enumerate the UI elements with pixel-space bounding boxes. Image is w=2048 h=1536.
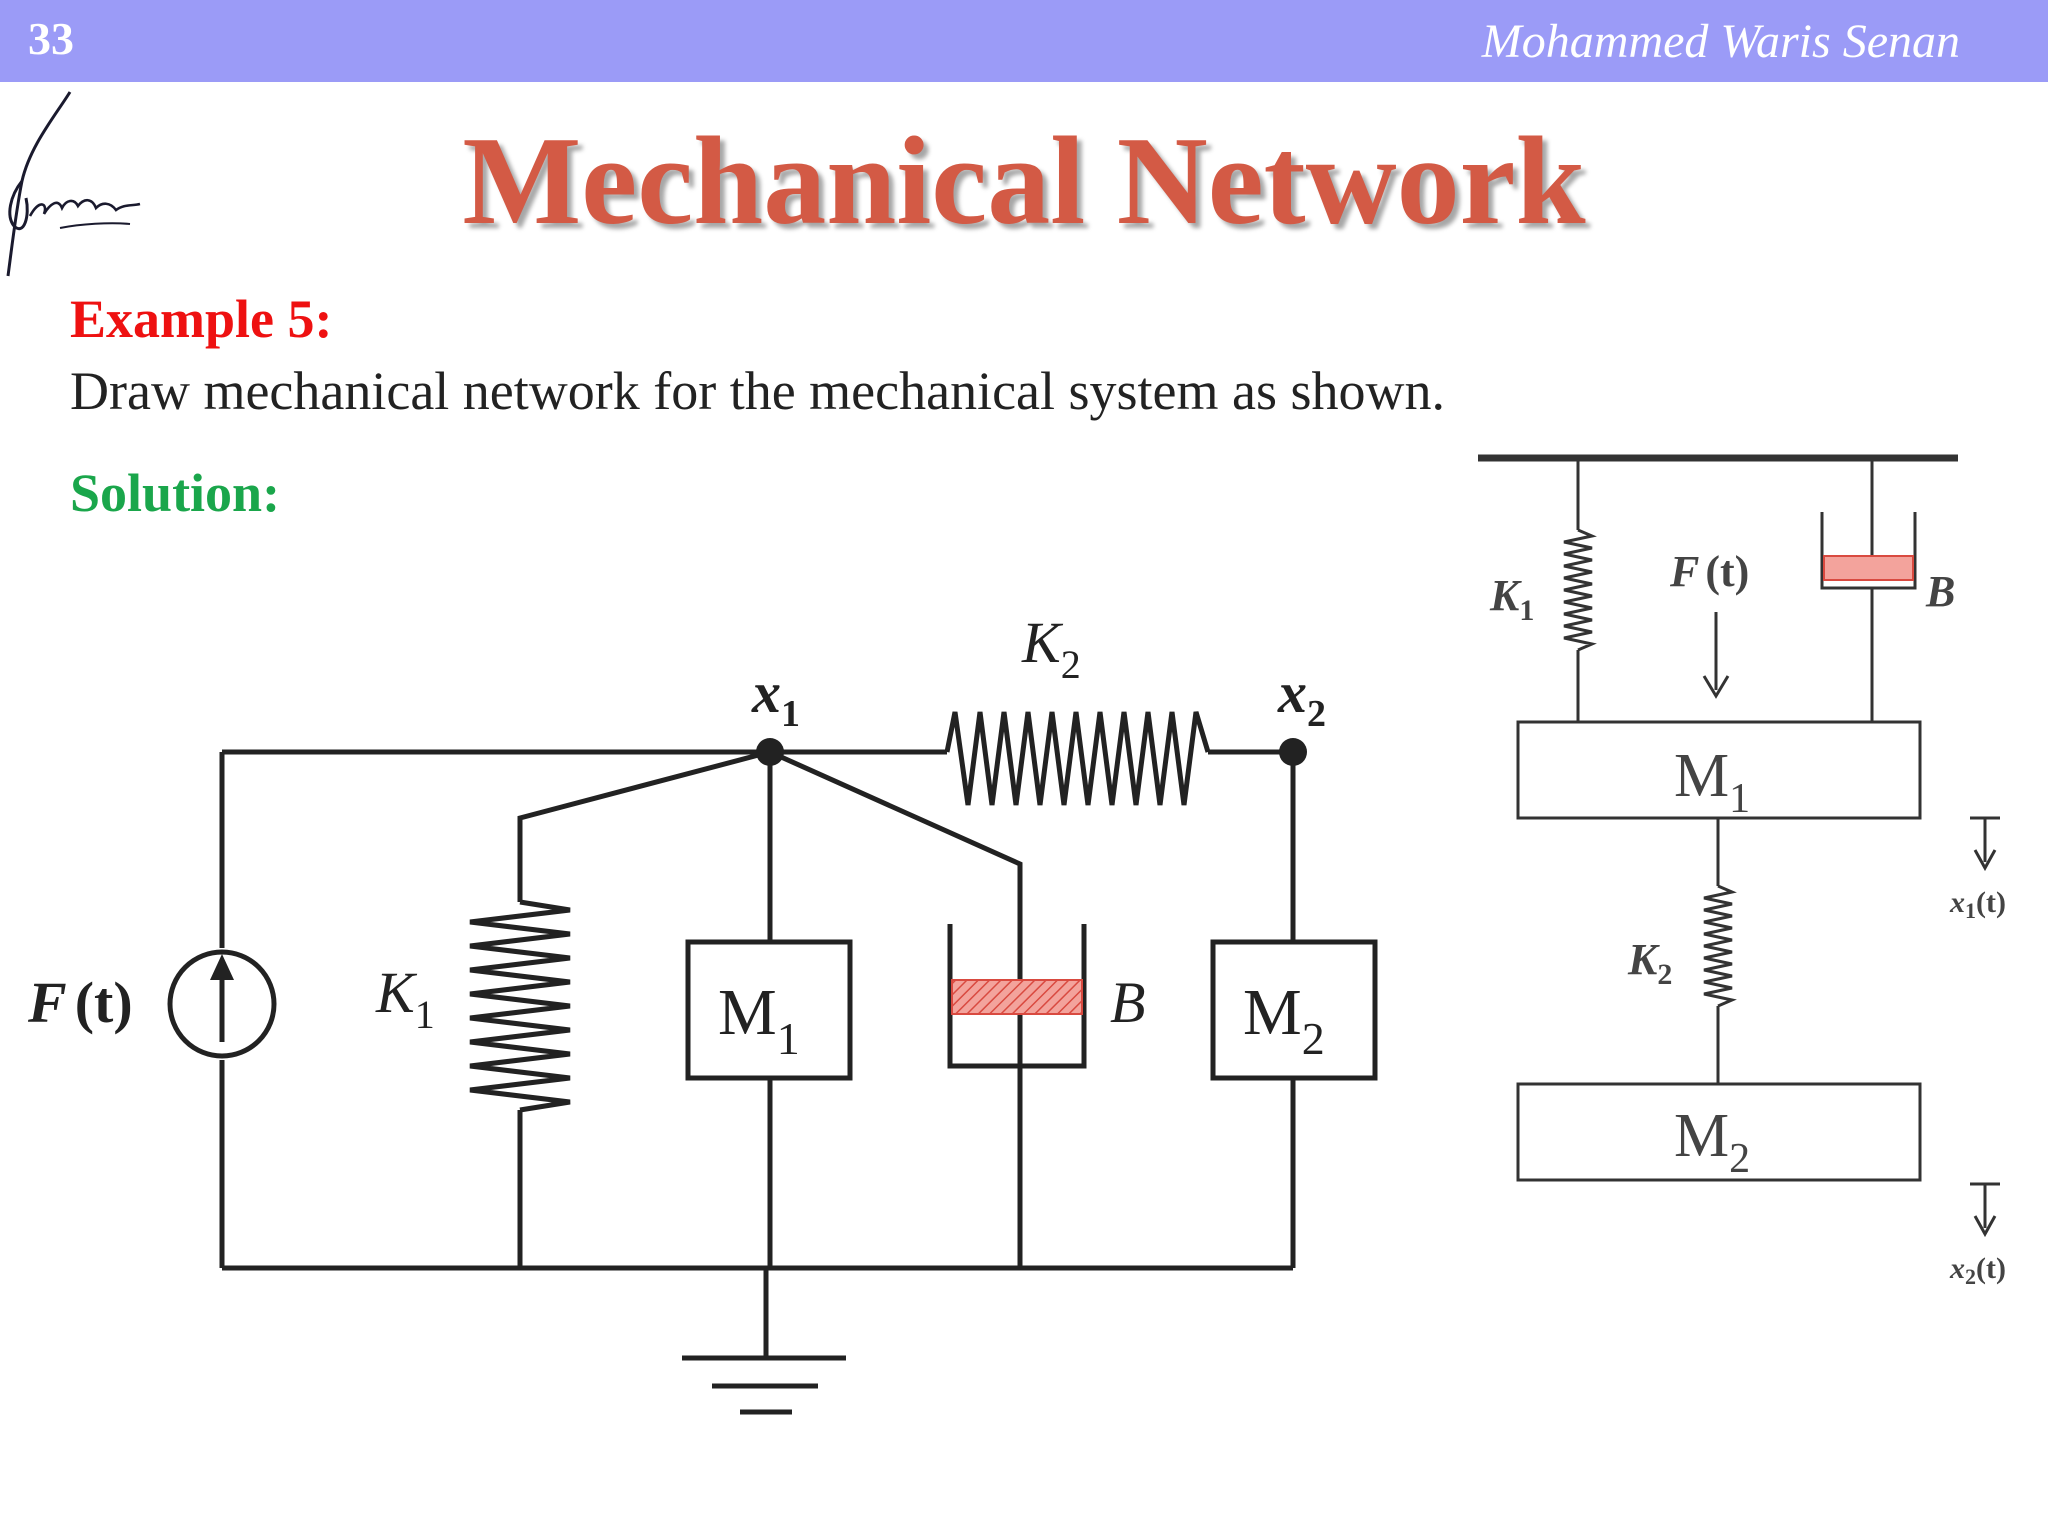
mechanical-system (1478, 454, 2000, 1228)
damper-cylinder (947, 924, 1087, 1069)
damper-piston (951, 979, 1083, 1015)
author-name: Mohammed Waris Senan (1481, 15, 1960, 68)
x2-arrowhead (1973, 1215, 1997, 1238)
system-label-x2t: x2(t) (1949, 1252, 2006, 1289)
label-x1: x1 (751, 660, 800, 735)
system-label-m1: M1 (1674, 742, 1750, 822)
mechanical-network (167, 711, 1378, 1415)
label-k2: K2 (1021, 610, 1081, 687)
solution-label: Solution: (70, 463, 281, 523)
system-spring-k1 (1563, 528, 1597, 652)
x1-arrowhead (1973, 849, 1997, 872)
node-x2 (1279, 738, 1307, 766)
system-label-force: F(t) (1669, 547, 1749, 596)
force-source-arrowhead (210, 954, 234, 980)
k1-wire-top (517, 749, 771, 902)
example-label: Example 5: (70, 289, 333, 349)
force-arrowhead (1702, 675, 1730, 699)
signature-image (6, 91, 141, 277)
label-damper-b: B (1110, 970, 1145, 1035)
slide-title: Mechanical Network (462, 112, 1586, 251)
system-label-k1: K1 (1489, 571, 1534, 627)
label-k1: K1 (375, 960, 435, 1037)
damper-wire-top (768, 749, 1023, 1064)
system-damper-piston (1823, 555, 1914, 581)
label-force: F(t) (27, 970, 133, 1035)
system-label-b: B (1925, 567, 1955, 616)
spring-k1 (469, 899, 571, 1113)
problem-statement: Draw mechanical network for the mechanic… (70, 361, 1446, 421)
label-m2: M2 (1243, 976, 1325, 1064)
system-label-m2: M2 (1674, 1102, 1750, 1182)
node-x1 (756, 738, 784, 766)
page-number: 33 (28, 13, 74, 64)
header-bar: 33 Mohammed Waris Senan (0, 0, 2048, 82)
system-label-x1t: x1(t) (1949, 886, 2006, 923)
label-m1: M1 (718, 976, 800, 1064)
system-mass-m2 (1516, 1082, 1922, 1182)
label-x2: x2 (1277, 660, 1326, 735)
system-label-k2: K2 (1627, 935, 1672, 991)
spring-k2 (944, 711, 1211, 806)
force-source-circle (167, 949, 277, 1059)
system-spring-k2 (1703, 884, 1737, 1008)
system-damper-cylinder (1820, 512, 1917, 590)
